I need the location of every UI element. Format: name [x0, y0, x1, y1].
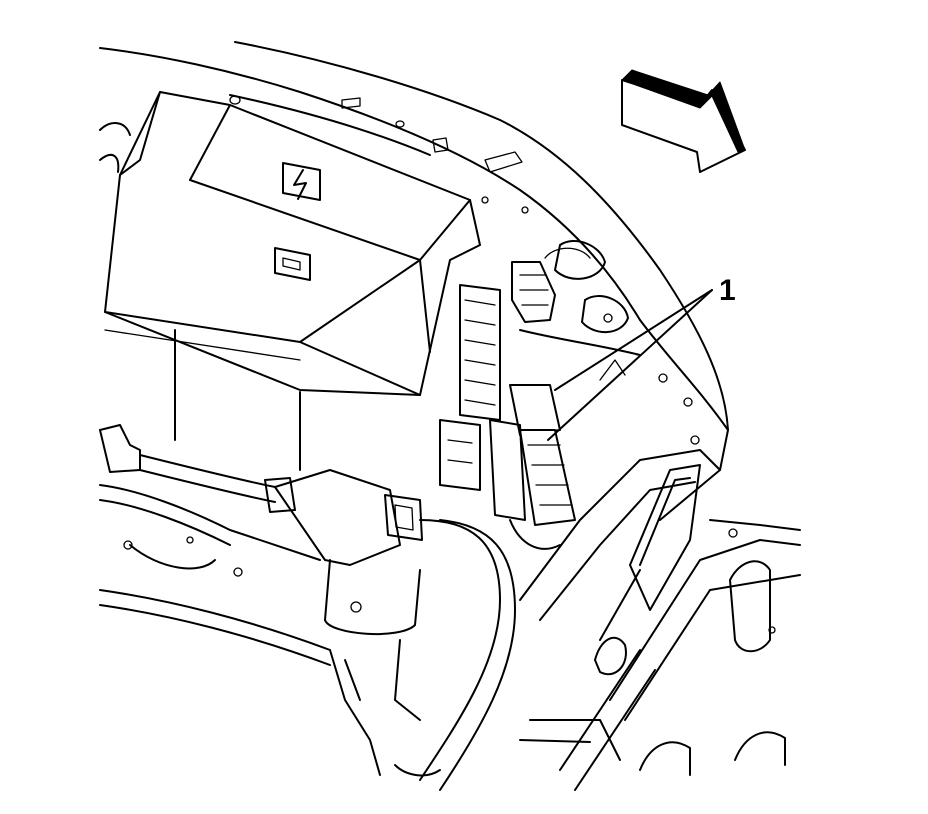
lightning-bolt-icon	[282, 162, 321, 201]
right-frame-rail	[519, 449, 801, 791]
underhood-fuse-block	[104, 91, 501, 471]
harness-connectors	[439, 261, 576, 550]
left-harness	[99, 122, 296, 513]
center-bracket	[274, 469, 516, 791]
upper-frame-panel	[99, 41, 729, 431]
fender-strut-plate	[519, 240, 729, 521]
callout-1-leaders	[547, 289, 713, 441]
callout-1-label: 1	[719, 274, 736, 307]
lower-left-tray	[99, 484, 381, 776]
forward-direction-arrow-icon	[621, 69, 746, 173]
fuse-icon	[274, 247, 311, 281]
